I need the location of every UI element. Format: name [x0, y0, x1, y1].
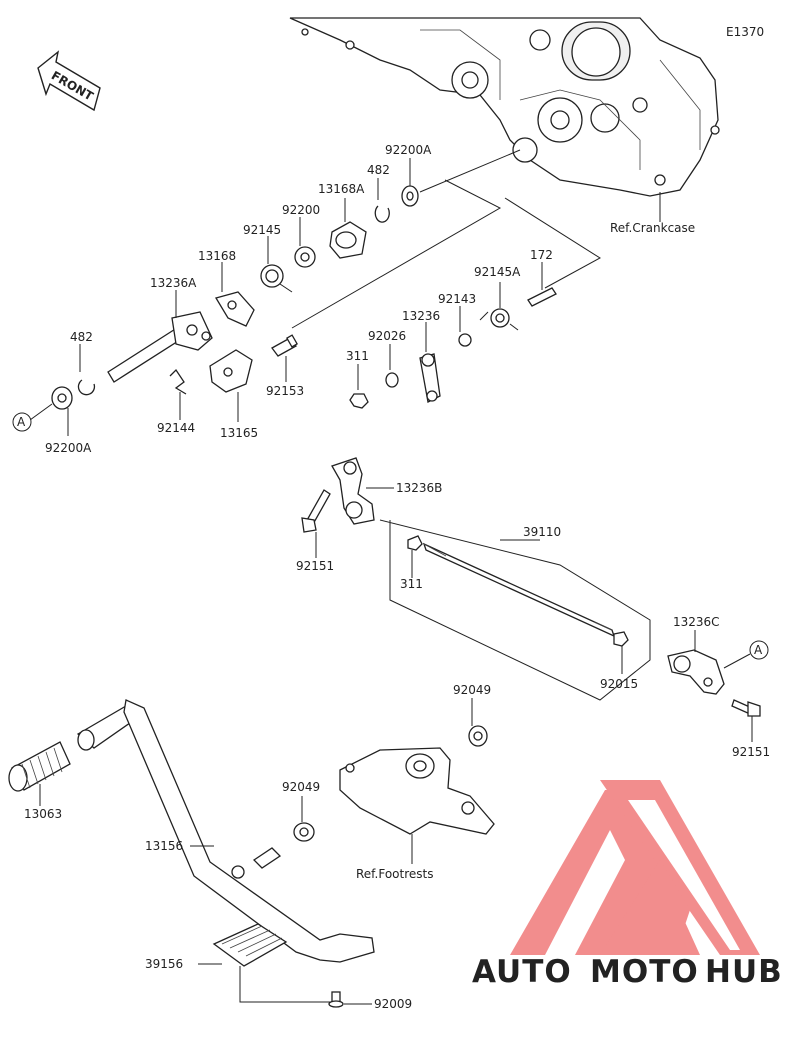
- rod-group-frame: [379, 519, 651, 701]
- nut-92015: [613, 631, 629, 647]
- label-13168: 13168: [198, 249, 236, 263]
- label-92143: 92143: [438, 292, 476, 306]
- grip-rubber-13063: [8, 741, 71, 792]
- label-92151-left: 92151: [296, 559, 334, 573]
- label-311-mid: 311: [400, 577, 423, 591]
- label-13236: 13236: [402, 309, 440, 323]
- label-92026: 92026: [368, 329, 406, 343]
- ref-footrests: Ref.Footrests: [356, 867, 433, 881]
- label-92145A: 92145A: [474, 265, 521, 279]
- label-92200A-left: 92200A: [45, 441, 92, 455]
- shift-shaft-13236A: [107, 311, 213, 383]
- plate-13165: [209, 349, 253, 393]
- label-92144: 92144: [157, 421, 195, 435]
- crankcase-drawing: [289, 17, 720, 197]
- label-92049-top: 92049: [453, 683, 491, 697]
- automotohub-watermark-logo: [510, 780, 760, 955]
- shift-rod-39110: [422, 542, 616, 638]
- svg-text:A: A: [754, 643, 763, 657]
- label-13156: 13156: [145, 839, 183, 853]
- label-92200A-top: 92200A: [385, 143, 432, 157]
- svg-text:AUTO: AUTO: [472, 954, 572, 990]
- label-92200: 92200: [282, 203, 320, 217]
- label-39110: 39110: [523, 525, 561, 539]
- label-92153: 92153: [266, 384, 304, 398]
- label-311-top: 311: [346, 349, 369, 363]
- ref-crankcase: Ref.Crankcase: [610, 221, 695, 235]
- label-482-left: 482: [70, 330, 93, 344]
- label-13236A: 13236A: [150, 276, 197, 290]
- washer-92049-mid: [293, 822, 315, 842]
- arm-13236C: [667, 649, 725, 695]
- svg-text:HUB: HUB: [705, 954, 783, 990]
- collar-92026: [385, 372, 399, 388]
- footrest-bracket: [339, 747, 495, 835]
- bolt-92151-left: [301, 489, 331, 533]
- diagram-code: E1370: [726, 25, 764, 39]
- washer-92200: [294, 246, 316, 268]
- label-92151-right: 92151: [732, 745, 770, 759]
- bolt-92153: [271, 334, 298, 357]
- screw-92009: [328, 991, 344, 1008]
- shift-pedal-13156: [76, 699, 375, 963]
- label-92049-mid: 92049: [282, 780, 320, 794]
- label-13236C: 13236C: [673, 615, 720, 629]
- washer-92200A-top: [401, 185, 419, 207]
- label-13063: 13063: [24, 807, 62, 821]
- marker-a-right: A: [749, 640, 769, 660]
- collar-92143: [458, 333, 472, 347]
- label-13165: 13165: [220, 426, 258, 440]
- label-172: 172: [530, 248, 553, 262]
- bolt-92151-right: [731, 699, 761, 717]
- nut-311-mid: [407, 535, 423, 551]
- plate-13168: [215, 291, 255, 327]
- label-39156: 39156: [145, 957, 183, 971]
- marker-a-left: A: [12, 412, 32, 432]
- label-92009: 92009: [374, 997, 412, 1011]
- collar-13168A: [329, 221, 367, 259]
- circlip-482-top: [374, 205, 390, 223]
- pedal-pad-39156: [212, 923, 288, 967]
- guide-lines: [291, 149, 601, 329]
- label-92145: 92145: [243, 223, 281, 237]
- spring-92145: [260, 264, 293, 293]
- nut-311-top: [349, 393, 369, 409]
- spring-92144: [169, 368, 187, 395]
- label-13236B: 13236B: [396, 481, 442, 495]
- spring-92145A: [479, 308, 519, 331]
- washer-92049-top: [468, 725, 488, 747]
- label-13168A: 13168A: [318, 182, 365, 196]
- circlip-482-left: [77, 379, 96, 396]
- arm-13236B: [331, 457, 375, 525]
- svg-text:A: A: [17, 415, 26, 429]
- lever-13236: [419, 353, 441, 403]
- label-92015: 92015: [600, 677, 638, 691]
- washer-92200A-left: [51, 386, 73, 410]
- svg-text:MOTO: MOTO: [590, 954, 699, 990]
- pin-172: [527, 287, 557, 307]
- front-arrow-icon: FRONT: [37, 50, 101, 112]
- automotohub-watermark-text: AUTO MOTO HUB: [472, 954, 783, 990]
- label-482-top: 482: [367, 163, 390, 177]
